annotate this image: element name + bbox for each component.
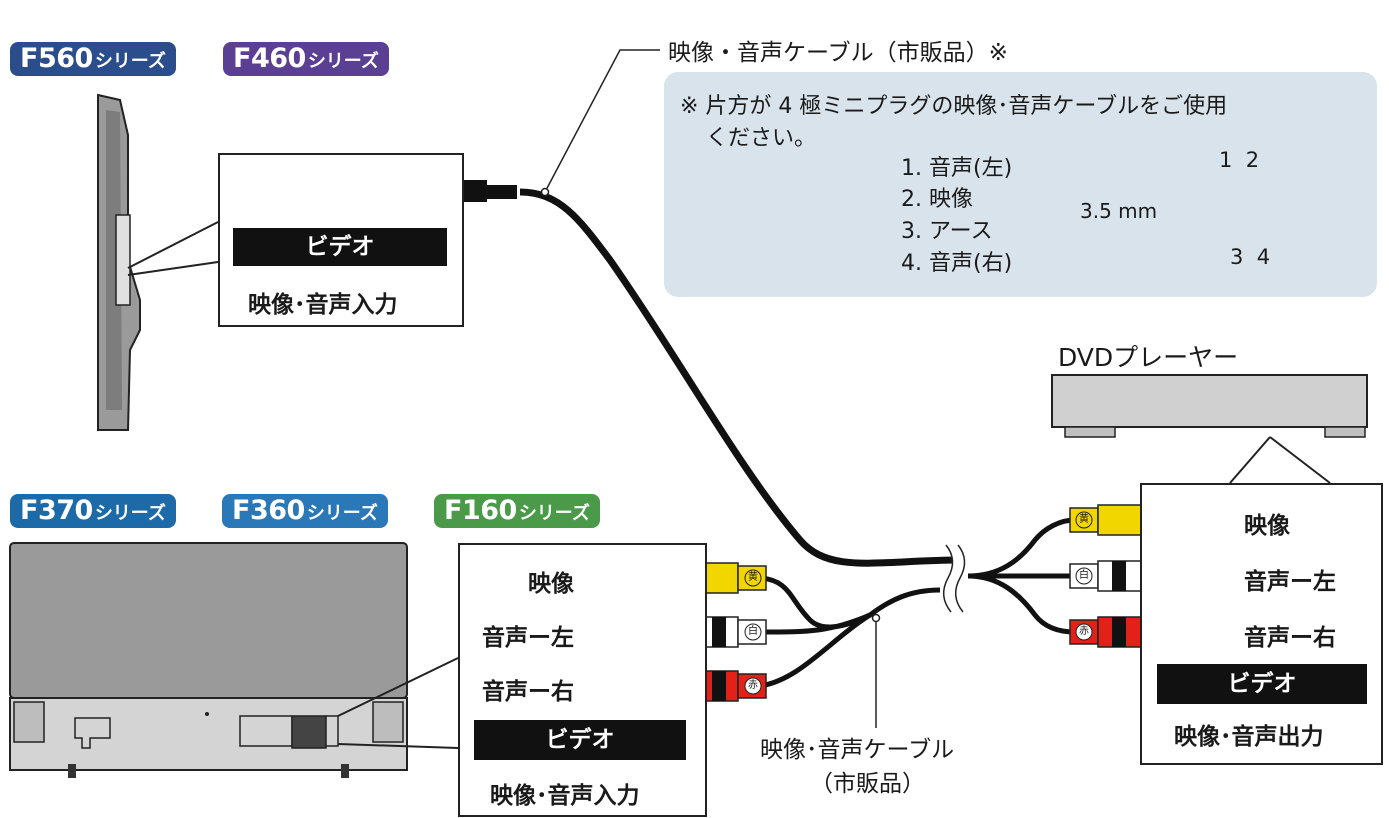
plug-mark-white-tv: 白 — [748, 626, 758, 637]
note-line-1: ※ 片方が 4 極ミニプラグの映像･音声ケーブルをご使用 — [680, 94, 1228, 119]
dvd-title: DVDプレーヤー — [1058, 343, 1239, 372]
plug-mark-yellow-tv: 黄 — [748, 572, 758, 583]
tv-back-view — [9, 542, 459, 778]
tv-row-video: 映像 — [528, 571, 574, 597]
top-video-bar: ビデオ — [233, 228, 447, 266]
pin-1-label: 1. 音声(左) — [901, 156, 1013, 181]
bottom-video-bar: ビデオ — [474, 720, 686, 760]
pin-2-label: 2. 映像 — [901, 187, 973, 212]
dvd-row-video: 映像 — [1244, 513, 1290, 539]
pin-4-label: 4. 音声(右) — [901, 251, 1013, 276]
bottom-input-panel — [458, 543, 707, 817]
plug-mark-red-tv: 赤 — [748, 680, 758, 691]
plug-mark-yellow-dvd: 黄 — [1079, 514, 1089, 525]
cable-top-label: 映像・音声ケーブル（市販品）※ — [668, 40, 1008, 66]
dvd-output-caption: 映像･音声出力 — [1174, 724, 1324, 750]
pin-numbers-bottom: 3 4 — [1230, 245, 1271, 269]
note-line-2: ください。 — [706, 126, 817, 151]
mini-plug-note — [664, 72, 1377, 297]
dvd-player-drawing — [1051, 374, 1368, 484]
main-cable — [519, 188, 961, 567]
dvd-row-audio-left: 音声ー左 — [1244, 569, 1336, 595]
dvd-video-bar: ビデオ — [1157, 664, 1367, 704]
bottom-input-caption: 映像･音声入力 — [490, 783, 640, 809]
pin-3-label: 3. アース — [901, 219, 993, 244]
plug-dimension: 3.5 mm — [1080, 199, 1158, 223]
plug-mark-white-dvd: 白 — [1079, 570, 1089, 581]
tv-row-audio-right: 音声ー右 — [482, 679, 574, 705]
cable-bottom-label-line2: （市販品） — [810, 771, 925, 797]
top-input-caption: 映像･音声入力 — [248, 292, 398, 318]
cable-break-mark — [942, 542, 966, 615]
pin-numbers-top: 1 2 — [1219, 148, 1260, 172]
plug-mark-red-dvd: 赤 — [1079, 626, 1089, 637]
tv-side-view — [97, 93, 219, 431]
dvd-row-audio-right: 音声ー右 — [1244, 625, 1336, 651]
tv-row-audio-left: 音声ー左 — [482, 625, 574, 651]
dvd-output-panel — [1140, 483, 1383, 765]
cable-bottom-label-line1: 映像･音声ケーブル — [760, 737, 955, 763]
